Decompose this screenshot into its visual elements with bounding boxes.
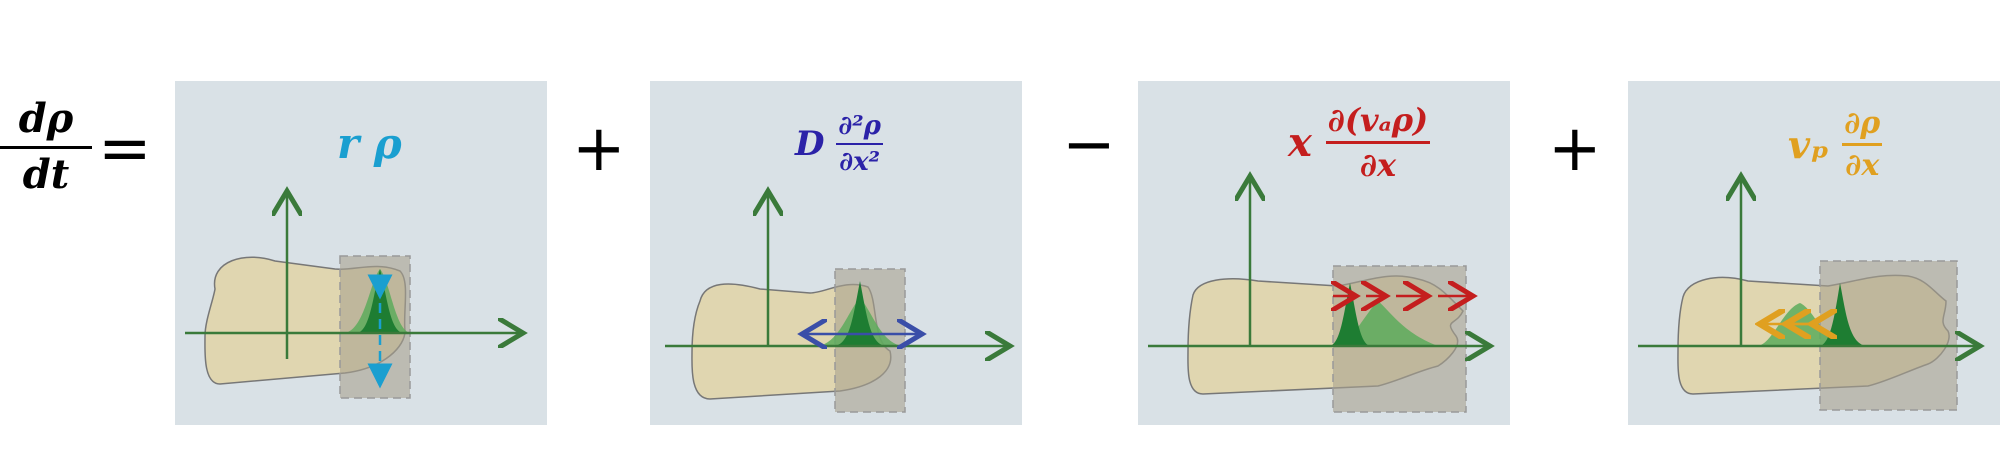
drift-diagram	[1638, 81, 2000, 411]
equals-sign: =	[98, 112, 152, 186]
growth-term-label: r ρ	[337, 119, 402, 168]
lhs-denominator: dt	[22, 151, 70, 198]
plus-operator-1: +	[572, 112, 626, 186]
advection-numerator: ∂(vₐρ)	[1325, 101, 1431, 144]
minus-operator: −	[1062, 108, 1116, 182]
diffusion-numerator: ∂²ρ	[836, 111, 883, 145]
lhs-fraction: dρ dt	[0, 95, 92, 198]
drift-coef: vₚ	[1788, 122, 1830, 167]
drift-numerator: ∂ρ	[1842, 106, 1883, 146]
diffusion-term-label: D ∂²ρ ∂x²	[795, 111, 883, 177]
panel-growth: r ρ	[175, 81, 547, 425]
diffusion-denominator: ∂x²	[839, 147, 880, 177]
advection-peak-narrow	[1330, 283, 1370, 346]
lhs-numerator: dρ	[0, 95, 92, 149]
panel-drift: vₚ ∂ρ ∂x	[1628, 81, 2000, 425]
advection-fraction: ∂(vₐρ) ∂x	[1325, 101, 1431, 184]
diffusion-peak-narrow	[835, 281, 885, 346]
drift-fraction: ∂ρ ∂x	[1842, 106, 1883, 183]
advection-denominator: ∂x	[1359, 146, 1397, 184]
panel-advection: x ∂(vₐρ) ∂x	[1138, 81, 1510, 425]
plus-operator-2: +	[1548, 112, 1602, 186]
advection-diagram	[1148, 81, 1510, 413]
drift-denominator: ∂x	[1845, 148, 1880, 183]
diffusion-coef: D	[795, 124, 825, 164]
panel-diffusion: D ∂²ρ ∂x²	[650, 81, 1022, 425]
diffusion-fraction: ∂²ρ ∂x²	[836, 111, 883, 177]
diffusion-diagram	[665, 81, 1022, 413]
advection-term-label: x ∂(vₐρ) ∂x	[1288, 101, 1431, 184]
drift-term-label: vₚ ∂ρ ∂x	[1788, 106, 1883, 183]
advection-coef: x	[1288, 119, 1312, 166]
growth-diagram	[185, 81, 547, 399]
